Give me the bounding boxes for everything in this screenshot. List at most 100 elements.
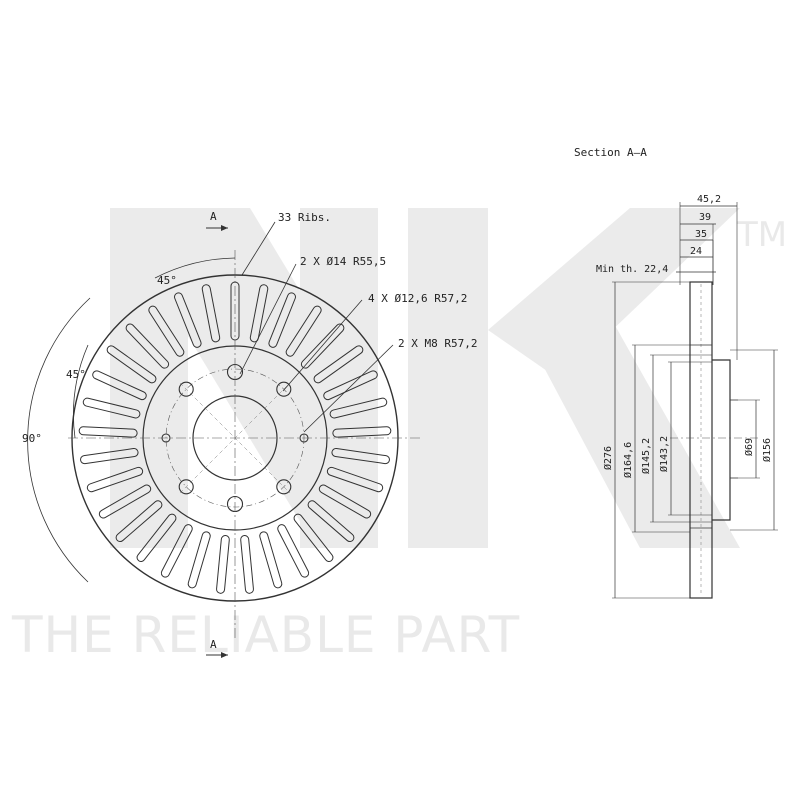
- front-view: 45° 45° 90° A A 33 Ribs. 2 X Ø14 R55,5 4…: [22, 210, 477, 658]
- rib-outline: [187, 531, 211, 589]
- rib-outline: [318, 484, 372, 519]
- cooling-rib: [332, 426, 392, 438]
- rib-outline: [307, 500, 355, 543]
- rib-outline: [106, 345, 157, 384]
- dia-69: Ø69: [743, 438, 755, 456]
- dim-39: 39: [699, 212, 711, 223]
- dia-276: Ø276: [602, 446, 614, 470]
- dia-143-2: Ø143,2: [658, 436, 670, 472]
- rib-outline: [125, 323, 170, 369]
- section-arrow-head-bottom: [221, 652, 228, 658]
- cooling-rib: [106, 345, 157, 384]
- cooling-rib: [307, 500, 355, 543]
- cooling-rib: [285, 305, 322, 357]
- rib-outline: [78, 426, 138, 438]
- rib-outline: [300, 323, 345, 369]
- angle-label-top: 45°: [157, 274, 177, 287]
- cooling-rib: [86, 466, 144, 493]
- bolt-hole: [276, 479, 292, 495]
- diameter-dimensions: Ø276 Ø164,6 Ø145,2 Ø143,2 Ø69: [602, 281, 778, 599]
- cooling-rib: [313, 345, 364, 384]
- rib-outline: [285, 305, 322, 357]
- angle-arc-top: [154, 257, 236, 279]
- section-view: Section A–A 45,2 39 35 24: [574, 146, 778, 599]
- cooling-rib: [80, 448, 139, 465]
- cooling-rib: [240, 535, 254, 594]
- cooling-rib: [329, 397, 388, 419]
- cooling-rib: [78, 426, 138, 438]
- rib-outline: [249, 284, 269, 343]
- cooling-rib: [82, 397, 141, 419]
- bolt-hole: [178, 381, 194, 397]
- watermark: TM THE RELIABLE PART: [11, 208, 787, 664]
- cooling-rib: [160, 524, 193, 578]
- rib-outline: [82, 397, 141, 419]
- cooling-rib: [136, 513, 177, 562]
- cooling-rib: [323, 370, 378, 401]
- rib-outline: [277, 524, 310, 578]
- cooling-rib: [293, 513, 334, 562]
- logo-n-left: [110, 208, 188, 548]
- rib-outline: [293, 513, 334, 562]
- cooling-rib: [115, 500, 163, 543]
- rib-outline: [329, 397, 388, 419]
- dia-156: Ø156: [761, 438, 773, 462]
- cooling-rib: [98, 484, 152, 519]
- rib-outline: [331, 448, 390, 465]
- rib-outline: [174, 292, 202, 348]
- cooling-rib: [331, 448, 390, 465]
- angle-label-left: 90°: [22, 432, 42, 445]
- hat-section: [712, 359, 731, 521]
- rib-outline: [160, 524, 193, 578]
- dia-164-6: Ø164,6: [622, 442, 634, 478]
- logo-k-stem: [408, 208, 488, 548]
- cooling-rib: [201, 284, 221, 343]
- hat-shoulders: [690, 344, 712, 529]
- rib-outline: [326, 466, 384, 493]
- rib-outline: [313, 345, 364, 384]
- section-marker-bottom: A: [210, 638, 217, 651]
- angle-label-mid: 45°: [66, 368, 86, 381]
- cooling-rib: [148, 305, 185, 357]
- rib-outline: [115, 500, 163, 543]
- rib-outline: [216, 535, 230, 594]
- logo-k-upper: [488, 208, 740, 380]
- rib-outline: [148, 305, 185, 357]
- logo-n-diagonal: [188, 208, 378, 548]
- cooling-rib: [259, 531, 283, 589]
- cooling-rib: [249, 284, 269, 343]
- ribs-leader: [241, 221, 276, 276]
- hole-12-label: 4 X Ø12,6 R57,2: [368, 292, 467, 305]
- section-title: Section A–A: [574, 146, 647, 159]
- friction-ring: [689, 281, 713, 599]
- cooling-rib: [216, 535, 230, 594]
- rib-outline: [259, 531, 283, 589]
- cooling-rib: [125, 323, 170, 369]
- angle-arc-left: [27, 297, 91, 583]
- rib-outline: [136, 513, 177, 562]
- hole-14-leader: [239, 263, 297, 375]
- rib-outline: [98, 484, 152, 519]
- min-thickness: Min th. 22,4: [596, 264, 668, 275]
- rib-outline: [240, 535, 254, 594]
- section-marker-top: A: [210, 210, 217, 223]
- thread-label: 2 X M8 R57,2: [398, 337, 477, 350]
- disc-profile: [670, 281, 760, 599]
- watermark-tagline: THE RELIABLE PART: [11, 606, 520, 664]
- dim-35: 35: [695, 229, 707, 240]
- dia-145-2: Ø145,2: [640, 438, 652, 474]
- ribs-label: 33 Ribs.: [278, 211, 331, 224]
- cooling-rib: [277, 524, 310, 578]
- cooling-rib: [187, 531, 211, 589]
- logo-k-lower: [540, 320, 740, 548]
- cooling-rib: [174, 292, 202, 348]
- bolt-hole: [276, 381, 292, 397]
- dim-24: 24: [690, 246, 702, 257]
- brand-logo: [110, 208, 740, 548]
- rib-outline: [332, 426, 392, 438]
- rib-outline: [201, 284, 221, 343]
- angle-arc-mid: [73, 344, 89, 439]
- rib-outline: [323, 370, 378, 401]
